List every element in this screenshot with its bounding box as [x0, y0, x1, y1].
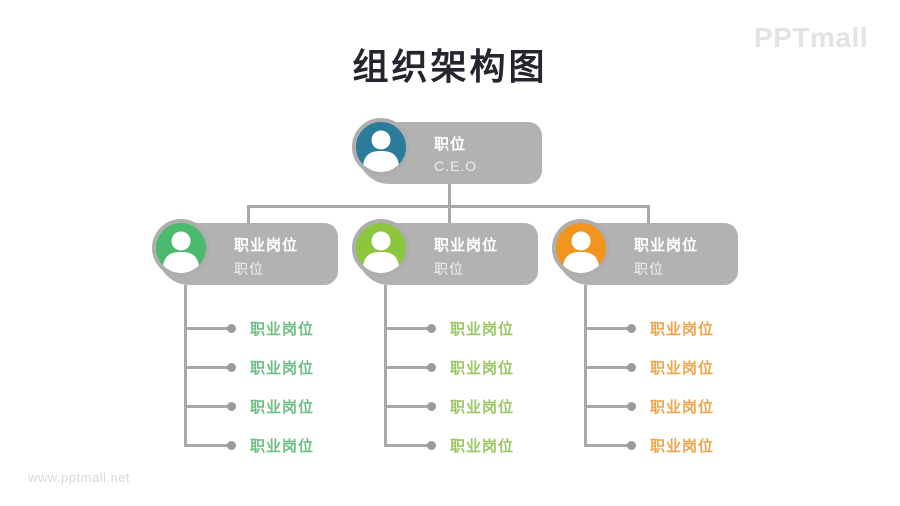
bullet-dot-icon: [427, 324, 436, 333]
list-item-label: 职业岗位: [650, 399, 715, 416]
connector-ceo-drop: [448, 183, 451, 205]
connector-stub: [184, 444, 228, 447]
list-item-label: 职业岗位: [450, 321, 515, 338]
connector-branch-drop: [448, 205, 451, 224]
bullet-dot-icon: [427, 402, 436, 411]
node-subtitle: 职位: [634, 261, 664, 277]
connector-stub: [184, 366, 228, 369]
list-item-label: 职业岗位: [250, 360, 315, 377]
node-title: 职业岗位: [234, 237, 299, 254]
branch-node: 职业岗位 职位: [152, 219, 338, 285]
list-item: 职业岗位: [584, 426, 804, 465]
connector-stub: [384, 444, 428, 447]
list-item: 职业岗位: [584, 387, 804, 426]
bullet-dot-icon: [627, 324, 636, 333]
node-subtitle: 职位: [234, 261, 264, 277]
node-title: 职业岗位: [634, 237, 699, 254]
connector-branch-drop: [647, 205, 650, 224]
connector-stub: [184, 405, 228, 408]
connector-stub: [584, 405, 628, 408]
list-item: 职业岗位: [584, 348, 804, 387]
list-item-label: 职业岗位: [450, 438, 515, 455]
sub-item-column: 职业岗位 职业岗位 职业岗位 职业岗位: [384, 309, 604, 465]
ceo-node: 职位 C.E.O: [352, 118, 542, 184]
list-item-label: 职业岗位: [650, 360, 715, 377]
connector-stub: [184, 327, 228, 330]
list-item: 职业岗位: [384, 387, 604, 426]
list-item: 职业岗位: [584, 309, 804, 348]
bullet-dot-icon: [227, 324, 236, 333]
list-item-label: 职业岗位: [250, 321, 315, 338]
connector-stub: [384, 327, 428, 330]
connector-stub: [584, 366, 628, 369]
node-subtitle: 职位: [434, 261, 464, 277]
person-icon: [352, 118, 410, 176]
connector-branch-drop: [247, 205, 250, 224]
list-item-label: 职业岗位: [250, 399, 315, 416]
connector-stub: [384, 405, 428, 408]
node-title: 职业岗位: [434, 237, 499, 254]
bullet-dot-icon: [627, 363, 636, 372]
person-icon: [552, 219, 610, 277]
connector-stub: [584, 444, 628, 447]
node-title: 职位: [434, 136, 467, 153]
list-item: 职业岗位: [184, 426, 404, 465]
list-item: 职业岗位: [384, 426, 604, 465]
page-title: 组织架构图: [352, 46, 548, 87]
list-item-label: 职业岗位: [250, 438, 315, 455]
branch-node: 职业岗位 职位: [552, 219, 738, 285]
bullet-dot-icon: [627, 441, 636, 450]
list-item-label: 职业岗位: [650, 438, 715, 455]
watermark-url: www.pptmall.net: [28, 470, 131, 485]
node-subtitle: C.E.O: [434, 158, 478, 174]
bullet-dot-icon: [627, 402, 636, 411]
bullet-dot-icon: [227, 402, 236, 411]
list-item: 职业岗位: [384, 309, 604, 348]
person-icon: [152, 219, 210, 277]
bullet-dot-icon: [427, 363, 436, 372]
list-item-label: 职业岗位: [450, 399, 515, 416]
list-item: 职业岗位: [184, 309, 404, 348]
list-item: 职业岗位: [184, 348, 404, 387]
list-item: 职业岗位: [384, 348, 604, 387]
brand-logo: PPTmall: [754, 22, 868, 53]
bullet-dot-icon: [427, 441, 436, 450]
bullet-dot-icon: [227, 363, 236, 372]
person-icon: [352, 219, 410, 277]
list-item-label: 职业岗位: [450, 360, 515, 377]
sub-item-column: 职业岗位 职业岗位 职业岗位 职业岗位: [184, 309, 404, 465]
connector-stub: [584, 327, 628, 330]
list-item-label: 职业岗位: [650, 321, 715, 338]
bullet-dot-icon: [227, 441, 236, 450]
sub-item-column: 职业岗位 职业岗位 职业岗位 职业岗位: [584, 309, 804, 465]
connector-stub: [384, 366, 428, 369]
list-item: 职业岗位: [184, 387, 404, 426]
branch-node: 职业岗位 职位: [352, 219, 538, 285]
